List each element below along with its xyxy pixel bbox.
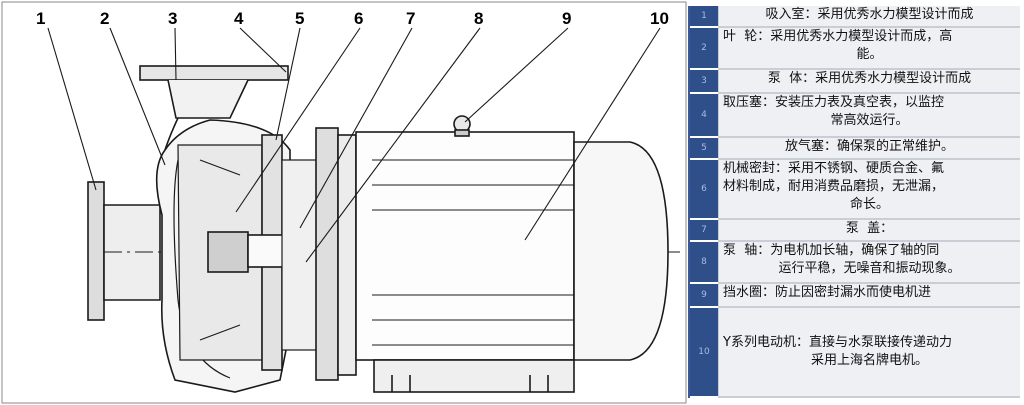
parts-legend-table: 1 吸入室：采用优秀水力模型设计而成 2 叶 轮：采用优秀水力模型设计而成，高能… (688, 6, 1020, 398)
part-description: 放气塞：确保泵的正常维护。 (718, 138, 1020, 160)
legend-row-7: 7 泵 盖： (690, 220, 1020, 242)
leader-line (524, 27, 661, 241)
row-number: 1 (690, 6, 718, 28)
part-description: 机械密封：采用不锈钢、硬质合金、氟材料制成，耐用消费品磨损，无泄漏，命长。 (718, 160, 1020, 220)
row-number: 9 (690, 284, 718, 308)
leader-line (305, 27, 481, 263)
callout-10: 10 (650, 9, 669, 28)
part-description: 叶 轮：采用优秀水力模型设计而成，高能。 (718, 28, 1020, 70)
leader-line (235, 27, 361, 213)
legend-row-9: 9 挡水圈：防止因密封漏水而使电机进 (690, 284, 1020, 308)
callout-1: 1 (36, 9, 45, 28)
leader-line (174, 27, 177, 81)
callout-7: 7 (406, 9, 415, 28)
part-description: 取压塞：安装压力表及真空表，以监控常高效运行。 (718, 94, 1020, 138)
part-description: 泵 盖： (718, 220, 1020, 242)
callout-5: 5 (295, 9, 304, 28)
legend-row-1: 1 吸入室：采用优秀水力模型设计而成 (690, 6, 1020, 28)
part-description: 吸入室：采用优秀水力模型设计而成 (718, 6, 1020, 28)
row-number: 8 (690, 242, 718, 284)
row-number: 4 (690, 94, 718, 138)
callout-9: 9 (562, 9, 571, 28)
part-description: 泵 体：采用优秀水力模型设计而成 (718, 70, 1020, 94)
leader-line (47, 27, 97, 191)
leader-line (239, 27, 287, 73)
leader-line (464, 27, 569, 123)
leader-line (109, 27, 166, 166)
part-description: 挡水圈：防止因密封漏水而使电机进 (718, 284, 1020, 308)
leader-line (275, 27, 301, 141)
leader-line (299, 27, 413, 229)
row-number: 7 (690, 220, 718, 242)
callout-3: 3 (168, 9, 177, 28)
legend-row-10: 10 Y系列电动机：直接与水泵联接传递动力采用上海名牌电机。 (690, 308, 1020, 398)
part-description: Y系列电动机：直接与水泵联接传递动力采用上海名牌电机。 (718, 308, 1020, 398)
callout-8: 8 (474, 9, 483, 28)
part-description: 泵 轴：为电机加长轴，确保了轴的同运行平稳，无噪音和振动现象。 (718, 242, 1020, 284)
legend-row-8: 8 泵 轴：为电机加长轴，确保了轴的同运行平稳，无噪音和振动现象。 (690, 242, 1020, 284)
callout-2: 2 (100, 9, 109, 28)
callout-4: 4 (234, 9, 244, 28)
legend-row-5: 5 放气塞：确保泵的正常维护。 (690, 138, 1020, 160)
row-number: 2 (690, 28, 718, 70)
legend-row-3: 3 泵 体：采用优秀水力模型设计而成 (690, 70, 1020, 94)
row-number: 5 (690, 138, 718, 160)
row-number: 6 (690, 160, 718, 220)
legend-row-2: 2 叶 轮：采用优秀水力模型设计而成，高能。 (690, 28, 1020, 70)
callout-6: 6 (354, 9, 363, 28)
pump-cross-section-diagram: 1 2 3 4 5 6 7 8 9 10 (1, 1, 687, 404)
row-number: 10 (690, 308, 718, 398)
legend-row-4: 4 取压塞：安装压力表及真空表，以监控常高效运行。 (690, 94, 1020, 138)
legend-row-6: 6 机械密封：采用不锈钢、硬质合金、氟材料制成，耐用消费品磨损，无泄漏，命长。 (690, 160, 1020, 220)
row-number: 3 (690, 70, 718, 94)
